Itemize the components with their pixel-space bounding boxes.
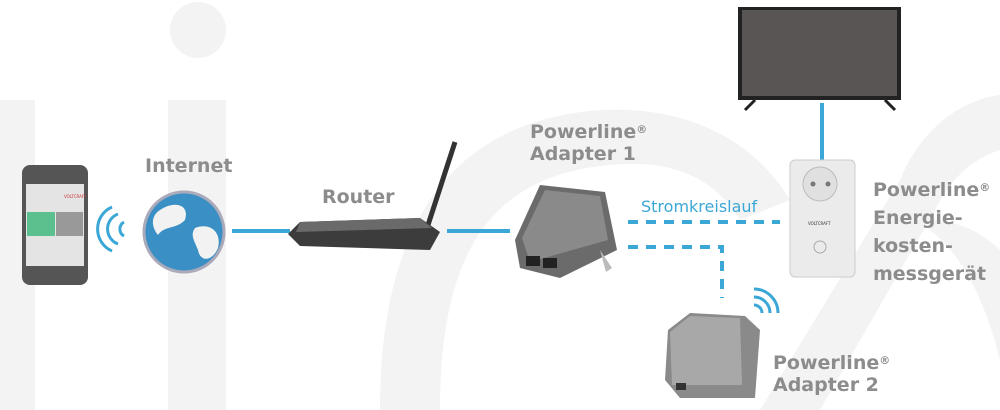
label-circuit: Stromkreislauf [641, 197, 758, 216]
adapter2-wifi-icon [753, 287, 780, 314]
label-router: Router [322, 186, 395, 208]
tv-icon [738, 7, 901, 112]
label-internet: Internet [145, 155, 233, 177]
label-adapter-1: Powerline® Adapter 1 [530, 121, 648, 165]
connection-lines [232, 103, 824, 298]
label-energy-meter: Powerline® Energie- kosten- messgerät [873, 179, 991, 285]
globe-icon [142, 190, 226, 274]
energy-meter-icon: VOLTCRAFT [789, 159, 856, 278]
powerline-adapter-2-icon [665, 313, 760, 398]
powerline-link-adapter2 [628, 245, 724, 298]
wifi-signal-icon [96, 205, 125, 253]
label-adapter-2: Powerline® Adapter 2 [773, 352, 891, 396]
powerline-adapter-1-icon [515, 185, 617, 278]
smartphone-icon: VOLTCRAFT [22, 165, 88, 285]
svg-text:VOLTCRAFT: VOLTCRAFT [64, 194, 87, 199]
router-icon [288, 141, 458, 250]
svg-text:VOLTCRAFT: VOLTCRAFT [808, 221, 831, 226]
